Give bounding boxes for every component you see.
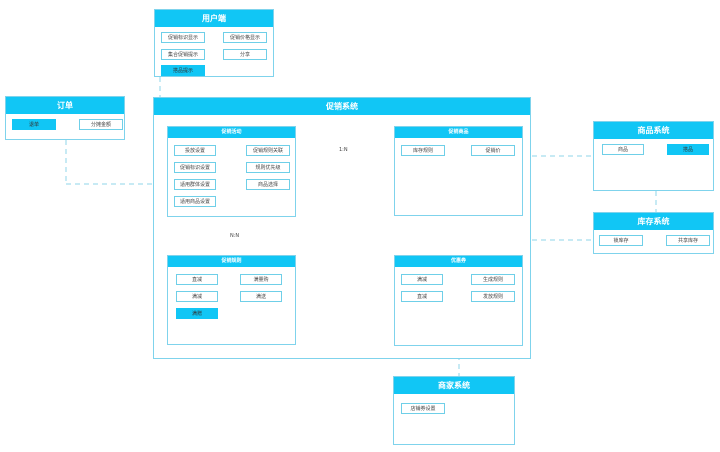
promo-price-display-item: 促销价格显示 [223,32,267,43]
merchant-system-title: 商家系统 [394,377,514,394]
refund-item: 退单 [12,119,56,130]
spend-bonus-item: 满赠 [176,308,218,319]
promo-price-item: 促销价 [471,145,515,156]
paired-goods-item: 搭品 [667,144,709,155]
target-goods-setting-item: 适用商品设置 [174,196,216,207]
promo-tag-setting-item: 促销标识设置 [174,162,216,173]
relation-many-to-many-label: N:N [230,233,240,239]
placement-setting-item: 投放设置 [174,145,216,156]
allocated-amount-item: 分摊金额 [79,119,123,130]
issue-rule-item: 发放规则 [471,291,515,302]
order-box: 订单 退单 分摊金额 [5,96,125,140]
store-coupon-setting-item: 店铺券设置 [401,403,445,414]
rule-link-item: 促销规则关联 [246,145,290,156]
spend-gift-item: 满送 [240,291,282,302]
promo-rules-box: 促销规则 直减 满量购 满减 满送 满赠 [167,255,296,345]
relation-one-to-many-label: 1:N [339,147,348,153]
promo-rules-title: 促销规则 [168,256,295,267]
quantity-buy-item: 满量购 [240,274,282,285]
bundle-promo-tip-item: 集合促销提示 [161,49,205,60]
lock-inventory-item: 锁库存 [599,235,643,246]
coupon-box: 优惠券 满减 生成规则 直减 发放规则 [394,255,523,346]
promotion-system-title: 促销系统 [154,98,530,115]
user-terminal-title: 用户端 [155,10,273,27]
inventory-rule-item: 库存规则 [401,145,445,156]
product-system-title: 商品系统 [594,122,713,139]
spend-discount-item: 满减 [176,291,218,302]
coupon-direct-discount-item: 直减 [401,291,443,302]
coupon-spend-discount-item: 满减 [401,274,443,285]
merchant-system-box: 商家系统 店铺券设置 [393,376,515,445]
coupon-title: 优惠券 [395,256,522,267]
direct-discount-item: 直减 [176,274,218,285]
promo-activity-title: 促销活动 [168,127,295,138]
share-item: 分享 [223,49,267,60]
product-item: 商品 [602,144,644,155]
generation-rule-item: 生成规则 [471,274,515,285]
promo-goods-box: 促销商品 库存规则 促销价 [394,126,523,216]
paired-goods-tip-item: 搭品提示 [161,65,205,76]
promo-goods-title: 促销商品 [395,127,522,138]
order-title: 订单 [6,97,124,114]
promo-activity-box: 促销活动 投放设置 促销规则关联 促销标识设置 规则优先级 适用群体设置 商品选… [167,126,296,217]
promo-tag-display-item: 促销标识显示 [161,32,205,43]
inventory-system-box: 库存系统 锁库存 共享库存 [593,212,714,254]
goods-selection-item: 商品选择 [246,179,290,190]
user-terminal-box: 用户端 促销标识显示 促销价格显示 集合促销提示 分享 搭品提示 [154,9,274,77]
target-group-setting-item: 适用群体设置 [174,179,216,190]
shared-inventory-item: 共享库存 [666,235,710,246]
inventory-system-title: 库存系统 [594,213,713,230]
product-system-box: 商品系统 商品 搭品 [593,121,714,191]
rule-priority-item: 规则优先级 [246,162,290,173]
